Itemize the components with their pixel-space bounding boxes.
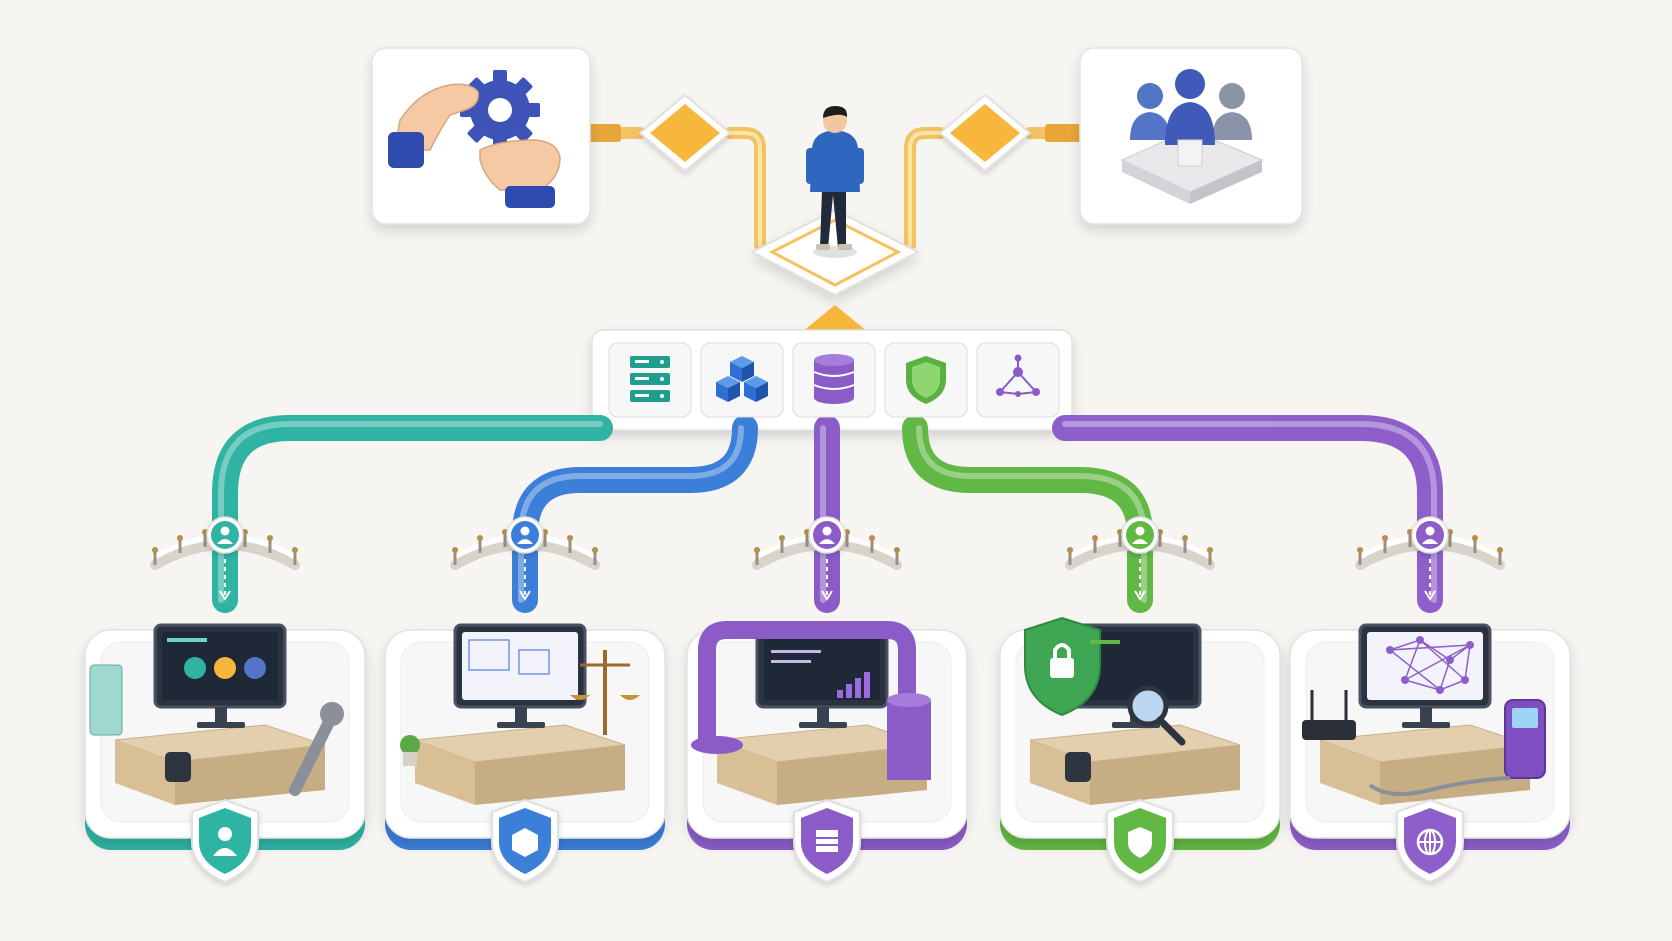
shield-check-icon (1106, 798, 1174, 884)
branch-pipes (212, 415, 1443, 613)
branch-1 (84, 516, 366, 884)
pipe-green (902, 415, 1153, 613)
top-right-card (1079, 47, 1303, 225)
user-icon (1121, 516, 1159, 554)
pipe-purple-right (1052, 415, 1443, 613)
blocks-icon (700, 342, 784, 418)
pipe-blue (512, 415, 758, 613)
hub-icons (608, 342, 1060, 418)
cube-shield-icon (491, 798, 559, 884)
database-shield-icon (793, 798, 861, 884)
user-shield-icon (191, 798, 259, 884)
center-platform (749, 208, 921, 297)
flow-arrowhead (219, 590, 231, 601)
it-workstation-icon (89, 623, 344, 805)
top-left-card (371, 47, 591, 225)
flow-arrowhead (1134, 590, 1146, 601)
branches (84, 516, 1571, 884)
blueprint-desk-icon (400, 623, 640, 805)
person-standing-icon (806, 106, 864, 258)
user-icon (1411, 516, 1449, 554)
user-icon (506, 516, 544, 554)
branch-pipe-highlights (218, 421, 1437, 603)
user-icon (808, 516, 846, 554)
flow-arrowhead (1424, 590, 1436, 601)
user-icon (206, 516, 244, 554)
flow-arrowhead (519, 590, 531, 601)
branch-3 (686, 516, 968, 884)
security-monitor-icon (1024, 616, 1241, 805)
shield-icon (884, 342, 968, 418)
database-icon (792, 342, 876, 418)
branch-5 (1289, 516, 1571, 884)
data-pipeline-icon (691, 621, 931, 805)
branch-4 (999, 516, 1281, 884)
hub-connector-arrow (802, 305, 868, 332)
connector-plug-left (585, 124, 621, 142)
network-diagnostics-icon (1302, 623, 1546, 805)
team-meeting-icon (1120, 69, 1264, 204)
decision-diamond-left-icon (638, 93, 732, 173)
globe-shield-icon (1396, 798, 1464, 884)
connector-plug-right (1045, 124, 1081, 142)
network-nodes-icon (976, 342, 1060, 418)
hands-gear-icon (388, 70, 561, 208)
decision-diamond-right-icon (938, 93, 1032, 173)
pipe-teal (212, 415, 613, 613)
top-connectors-inner (728, 131, 942, 247)
flow-arrowhead (821, 590, 833, 601)
branch-2 (384, 516, 666, 884)
server-stack-icon (608, 342, 692, 418)
